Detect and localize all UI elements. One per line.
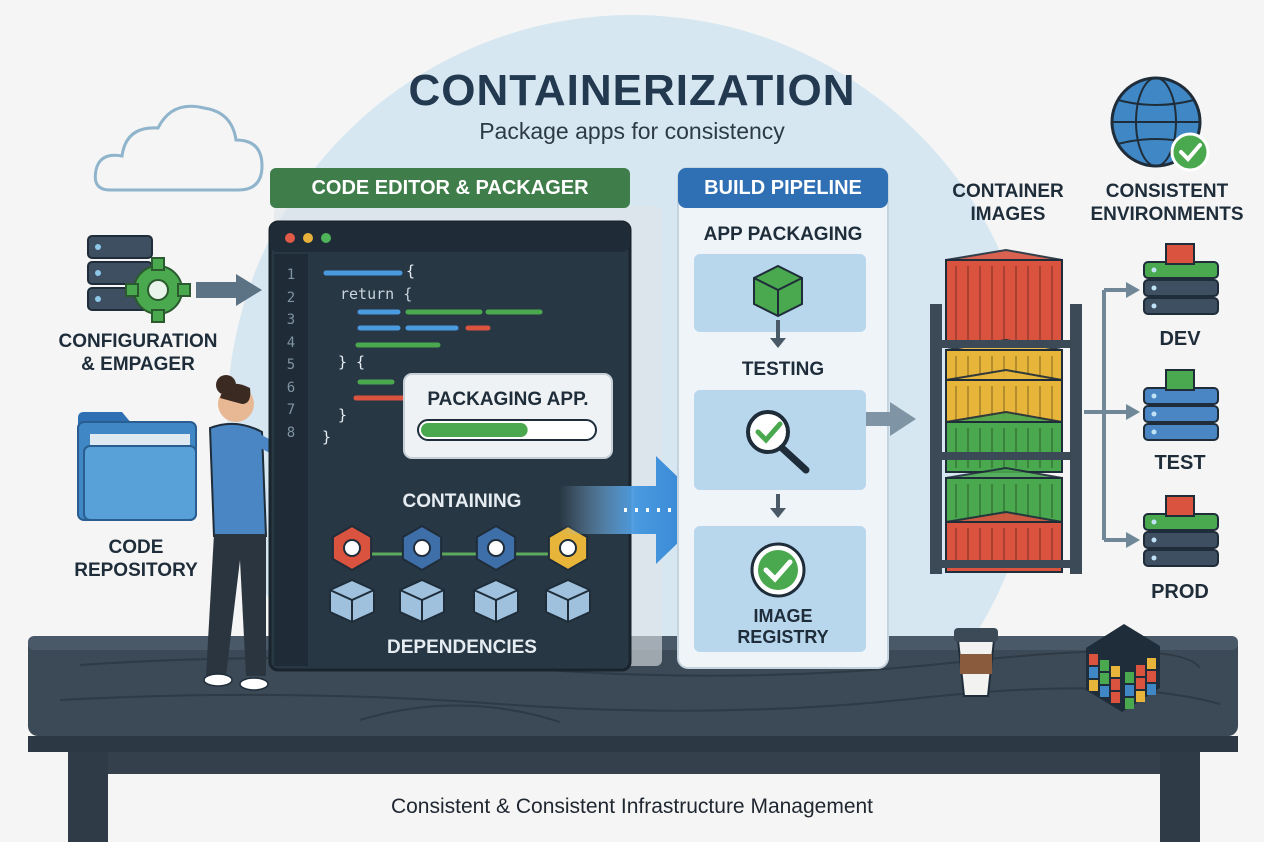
stage-image-registry: IMAGE REGISTRY xyxy=(678,606,888,648)
container-box xyxy=(1165,369,1195,391)
coffee-cup-icon xyxy=(954,628,998,697)
container-box xyxy=(945,248,1063,345)
stage-app-packaging: APP PACKAGING xyxy=(703,224,863,245)
cube-icon xyxy=(753,264,803,318)
pipeline-header-bar xyxy=(678,168,888,208)
rack-shelf xyxy=(930,560,1082,568)
repository-label-line1: CODE xyxy=(108,537,164,558)
line-number: 2 xyxy=(286,289,296,306)
repository-label: CODE REPOSITORY xyxy=(58,536,214,582)
dependencies-label: DEPENDENCIES xyxy=(387,637,537,658)
pipeline-header: BUILD PIPELINE xyxy=(704,177,862,199)
env-label-dev: DEV xyxy=(1159,328,1201,350)
window-max-dot xyxy=(321,233,331,243)
container-box xyxy=(1165,495,1195,517)
arrow-to-images xyxy=(866,402,916,436)
line-number: 1 xyxy=(286,267,296,283)
books-icon xyxy=(329,524,375,624)
code-token: } xyxy=(338,406,348,424)
code-token: { xyxy=(406,262,416,280)
configuration-label-line2: & EMPAGER xyxy=(81,354,195,375)
puzzle-cube-icon xyxy=(1086,624,1160,712)
check-circle-icon xyxy=(750,542,806,598)
line-number: 8 xyxy=(286,424,296,441)
line-number: 3 xyxy=(286,312,296,328)
build-pipeline-panel xyxy=(677,167,889,669)
magnifier-icon xyxy=(746,410,810,474)
line-number: 6 xyxy=(286,379,296,396)
stage-image-registry-line2: REGISTRY xyxy=(737,627,829,647)
window-min-dot xyxy=(303,233,313,243)
container-rack xyxy=(930,248,1082,574)
cloud-icon xyxy=(93,104,264,192)
consistent-environments-label-line2: ENVIRONMENTS xyxy=(1090,204,1244,225)
arrow-to-editor xyxy=(196,274,262,306)
globe-icon xyxy=(1110,76,1210,172)
line-number: 4 xyxy=(286,334,296,351)
container-box xyxy=(1165,243,1195,265)
gear-icon xyxy=(125,257,191,323)
dependency-cube xyxy=(399,578,445,624)
dependency-cube xyxy=(545,578,591,624)
line-numbers: 1 2 3 4 5 6 7 8 xyxy=(276,264,306,444)
consistent-environments-label-line1: CONSISTENT xyxy=(1105,181,1229,202)
containing-label: CONTAINING xyxy=(402,491,522,512)
footer-caption: Consistent & Consistent Infrastructure M… xyxy=(390,795,874,818)
container-images-label-line2: IMAGES xyxy=(970,204,1046,225)
gear-icon xyxy=(545,524,591,624)
progress-fill xyxy=(421,423,528,437)
server-stack-icon xyxy=(1143,495,1219,567)
code-token: } { xyxy=(338,353,366,371)
folder-icon xyxy=(77,412,197,521)
page-title: CONTAINERIZATION xyxy=(408,66,856,115)
configuration-label-line1: CONFIGURATION xyxy=(58,331,218,352)
env-label-test: TEST xyxy=(1154,452,1206,474)
gear-icon xyxy=(399,524,445,624)
line-number: 7 xyxy=(286,402,296,418)
env-arrows xyxy=(1084,288,1128,542)
stage-testing: TESTING xyxy=(741,359,825,380)
repository-label-line2: REPOSITORY xyxy=(74,560,198,581)
server-stack-icon xyxy=(87,235,153,311)
container-images-label: CONTAINER IMAGES xyxy=(914,180,1102,226)
big-arrow xyxy=(560,456,712,564)
container-images-label-line1: CONTAINER xyxy=(952,181,1064,202)
window-close-dot xyxy=(285,233,295,243)
code-token: } xyxy=(322,428,332,446)
dependency-cube xyxy=(329,578,375,624)
rack-shelf xyxy=(930,452,1082,460)
database-icon xyxy=(473,524,519,624)
pipeline-down-arrow-1 xyxy=(770,320,786,348)
dependency-cube xyxy=(473,578,519,624)
page-subtitle: Package apps for consistency xyxy=(479,118,785,144)
progress-card xyxy=(403,373,613,459)
env-label-prod: PROD xyxy=(1151,581,1209,603)
container-box xyxy=(945,466,1063,523)
pipeline-down-arrow-2 xyxy=(770,494,786,518)
progress-label: PACKAGING APP. xyxy=(427,389,589,410)
editor-header-bar xyxy=(270,168,630,208)
dependency-cubes xyxy=(329,524,591,624)
server-stack-icon xyxy=(1143,243,1219,315)
container-box xyxy=(945,410,1063,473)
code-token: return { xyxy=(340,285,413,303)
line-number: 5 xyxy=(286,357,296,373)
server-stack-icon xyxy=(1143,369,1219,441)
configuration-label: CONFIGURATION & EMPAGER xyxy=(40,330,236,376)
consistent-environments-label: CONSISTENT ENVIRONMENTS xyxy=(1074,180,1260,226)
stage-image-registry-line1: IMAGE xyxy=(753,606,813,626)
rack-shelf xyxy=(930,340,1082,348)
editor-header: CODE EDITOR & PACKAGER xyxy=(311,177,589,199)
